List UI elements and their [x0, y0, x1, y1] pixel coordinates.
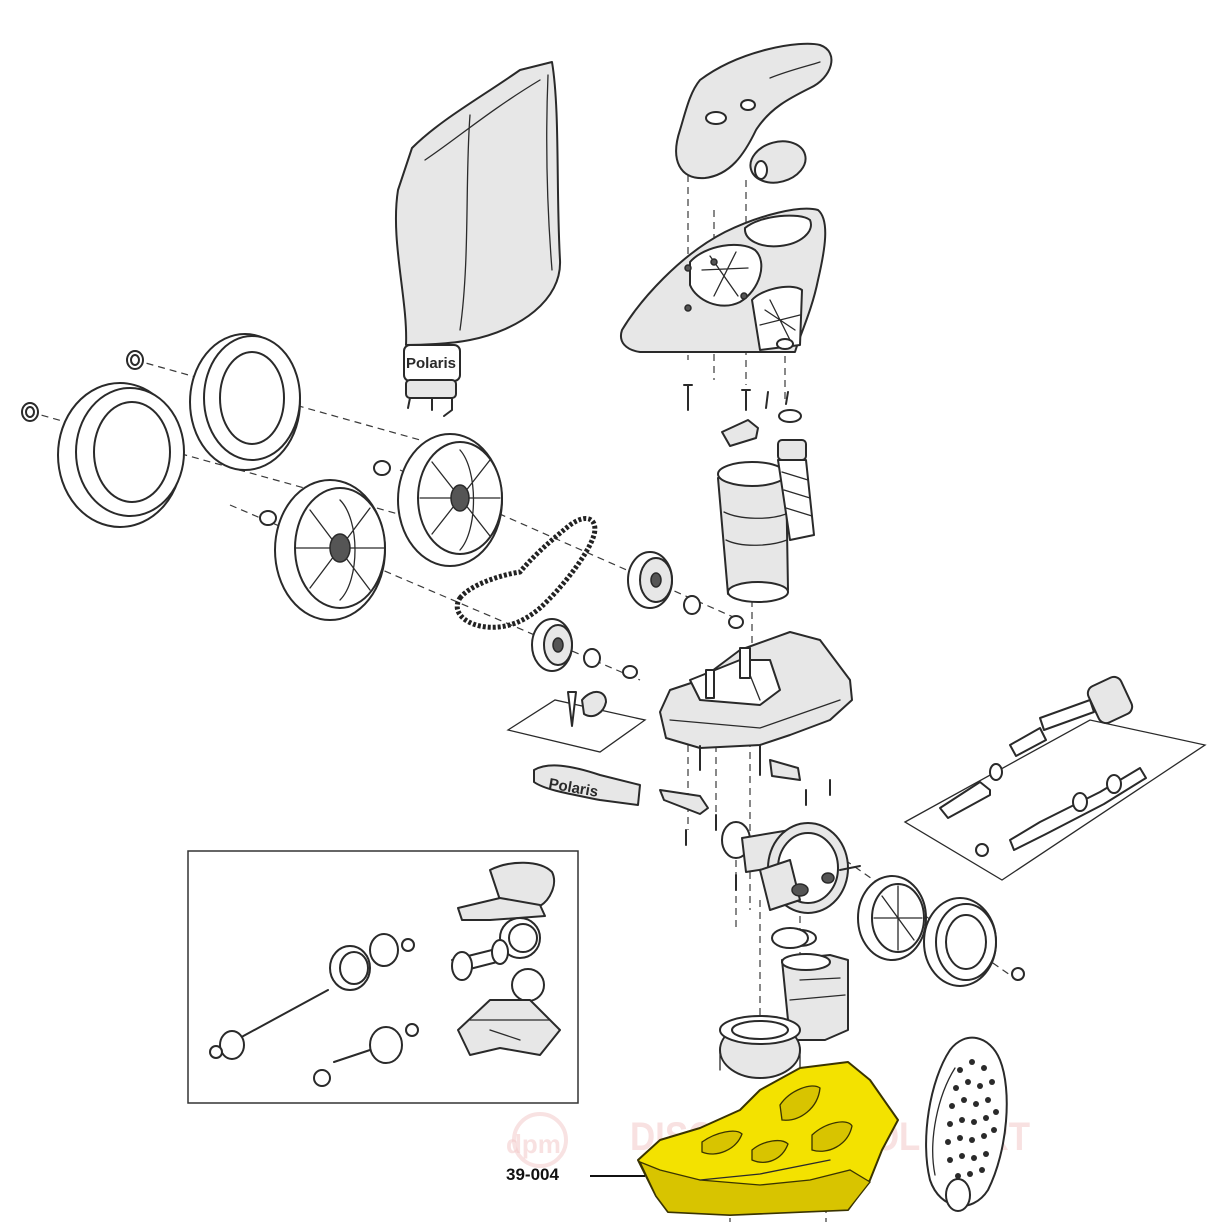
float-cap [749, 140, 807, 184]
hose-and-filter [903, 675, 1207, 881]
bottom-grill [925, 1036, 1008, 1212]
drive-belt [454, 516, 598, 630]
housing-screws [683, 384, 802, 423]
swivel-ring [719, 1015, 801, 1079]
turbine-cylinder [717, 461, 789, 603]
chassis-body [659, 631, 853, 776]
clip-part [721, 419, 759, 447]
latches-and-screws [659, 759, 831, 891]
watermark-logo: dpm [506, 1129, 561, 1159]
inset-detail-box [187, 850, 579, 1104]
wheel-right [857, 875, 927, 961]
tire-left-rear [189, 333, 301, 471]
tire-right [923, 897, 1025, 987]
bag-brand-label: Polaris [406, 355, 456, 372]
tire-left-front [57, 382, 185, 528]
wheel-left-rear [373, 433, 503, 567]
highlighted-part-39-004 [637, 1061, 899, 1216]
wheel-left-front [259, 479, 386, 621]
top-handle [675, 42, 833, 180]
assembly-guide-lines [29, 175, 1011, 1222]
top-housing [620, 207, 827, 353]
drive-gears [531, 551, 744, 679]
o-ring-left-small [21, 350, 144, 422]
sweep-shaft [777, 439, 815, 541]
front-bumper: Polaris [533, 764, 641, 806]
debris-bag: Polaris [394, 61, 562, 417]
part-number-callout: 39-004 [506, 1165, 559, 1184]
pivot-parts [506, 691, 647, 753]
